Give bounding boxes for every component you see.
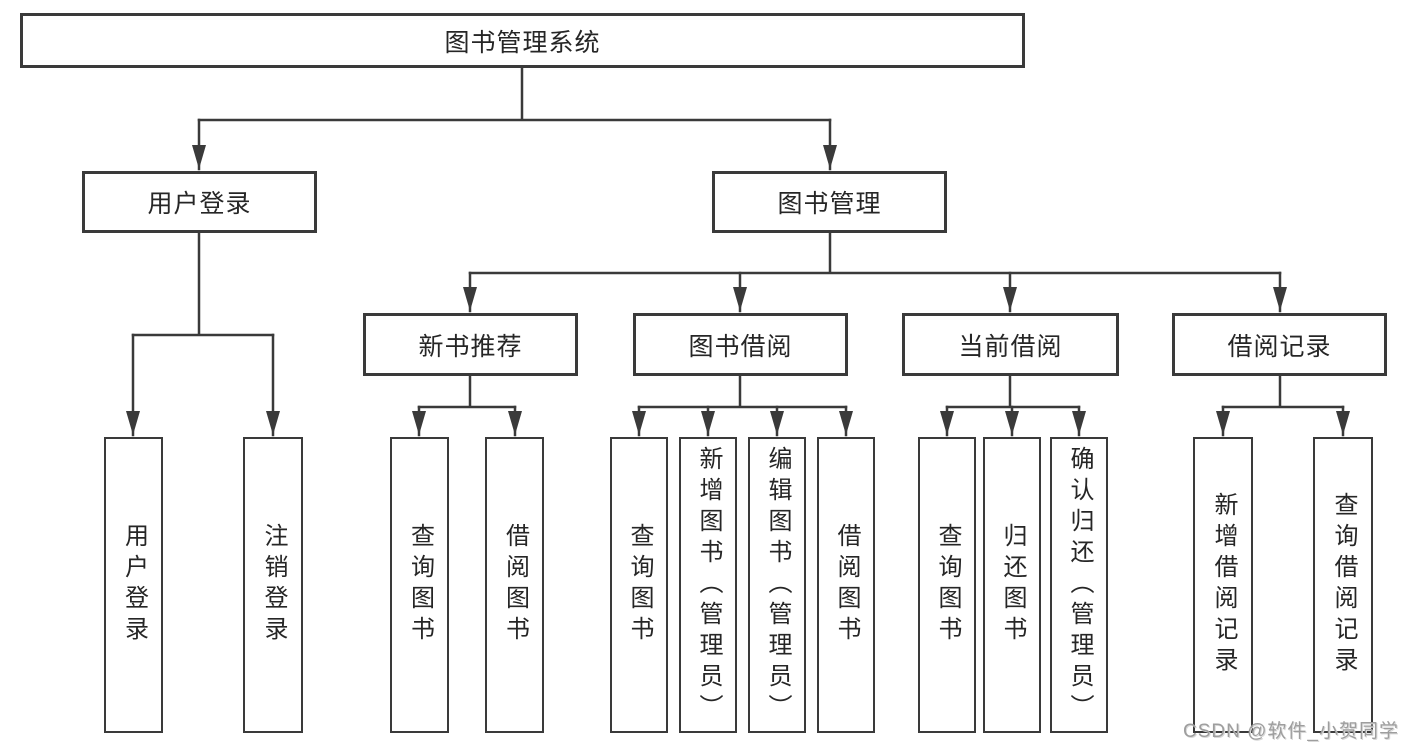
group-new-book-recommend: 新书推荐 <box>363 313 578 376</box>
group-borrow-records: 借阅记录 <box>1172 313 1387 376</box>
group-current-borrow: 当前借阅 <box>902 313 1119 376</box>
leaf-user-login: 用户登录 <box>104 437 163 733</box>
leaf-bb-query-books: 查询图书 <box>610 437 668 733</box>
node-root: 图书管理系统 <box>20 13 1025 68</box>
leaf-bb-edit-books-admin: 编辑图书（管理员） <box>748 437 806 733</box>
leaf-logout: 注销登录 <box>243 437 303 733</box>
leaf-nbr-query-books: 查询图书 <box>390 437 449 733</box>
leaf-br-query-record: 查询借阅记录 <box>1313 437 1373 733</box>
leaf-cb-return-books: 归还图书 <box>983 437 1041 733</box>
leaf-bb-add-books-admin: 新增图书（管理员） <box>679 437 737 733</box>
leaf-br-add-record: 新增借阅记录 <box>1193 437 1253 733</box>
branch-user-login: 用户登录 <box>82 171 317 233</box>
leaf-cb-confirm-return-admin: 确认归还（管理员） <box>1050 437 1108 733</box>
group-book-borrow: 图书借阅 <box>633 313 848 376</box>
leaf-cb-query-books: 查询图书 <box>918 437 976 733</box>
leaf-nbr-borrow-books: 借阅图书 <box>485 437 544 733</box>
csdn-watermark: CSDN @软件_小贺同学 <box>1183 721 1399 742</box>
branch-book-management: 图书管理 <box>712 171 947 233</box>
leaf-bb-borrow-books: 借阅图书 <box>817 437 875 733</box>
